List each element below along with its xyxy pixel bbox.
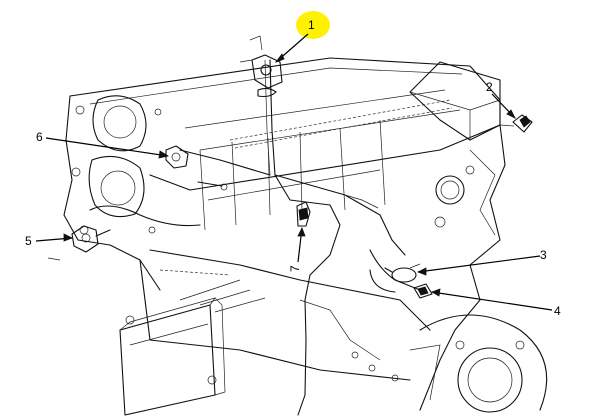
leader-4: [431, 291, 553, 311]
callout-2: 2: [486, 80, 493, 94]
callout-6: 6: [36, 130, 43, 144]
part-6-sensor: [165, 145, 228, 191]
callout-5: 5: [25, 234, 32, 248]
leader-6: [45, 137, 169, 157]
callout-1: 1: [308, 18, 315, 32]
leader-lines: [35, 33, 553, 311]
callout-3: 3: [540, 248, 547, 262]
part-3-sensor: [384, 263, 421, 283]
callout-labels: 1 2 3 4 5 6 7: [25, 18, 561, 318]
callout-4: 4: [554, 304, 561, 318]
part-5-sensor: [47, 225, 111, 261]
leader-3: [417, 255, 541, 273]
part-4-sensor: [413, 283, 433, 299]
engine-block: [63, 57, 548, 416]
wiring-harness: [89, 59, 421, 416]
part-2-sensor: [499, 114, 533, 133]
callout-7: 7: [288, 265, 302, 272]
callout-1-highlight: [296, 11, 330, 39]
part-1-sensor: [239, 35, 283, 98]
part-7-sensor: [296, 201, 311, 227]
